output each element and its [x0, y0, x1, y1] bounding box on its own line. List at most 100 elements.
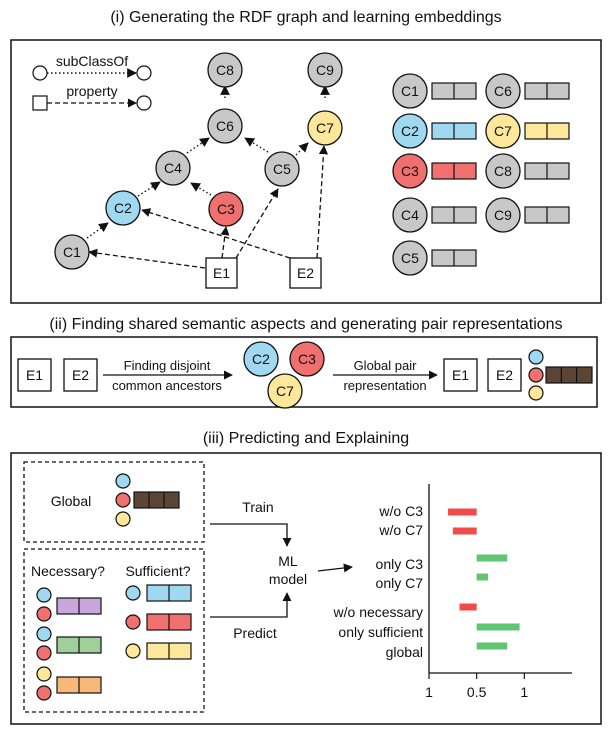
necessary-vector-0 — [56, 597, 102, 615]
legend-subclass-label: subClassOf — [56, 53, 128, 69]
edge-c5-c6 — [244, 137, 269, 153]
node-c1 — [54, 234, 90, 270]
chart-tick-label-1: 0.5 — [467, 684, 487, 700]
embedding-node-c4 — [392, 197, 428, 233]
node-c7 — [307, 110, 343, 146]
legend: subClassOf property — [32, 53, 152, 111]
embedding-label-c7: C7 — [494, 123, 512, 139]
edge-e1-c1 — [88, 248, 206, 269]
edge-c2-c4 — [137, 181, 161, 197]
embedding-node-c6 — [485, 73, 521, 109]
embedding-vector-c6 — [524, 82, 570, 100]
chart-tick-label-2: 1 — [520, 684, 528, 700]
node-c1-label: C1 — [63, 244, 81, 260]
node-c4 — [155, 150, 191, 186]
embedding-vector-c2 — [431, 122, 477, 140]
section1-title: (i) Generating the RDF graph and learnin… — [110, 9, 501, 26]
node-c4-label: C4 — [164, 160, 182, 176]
embedding-vector-c9 — [524, 206, 570, 224]
necessary-vector-2 — [56, 676, 102, 694]
model-output-arrow — [317, 563, 353, 573]
embedding-node-c5 — [392, 240, 428, 276]
embedding-vector-c5 — [431, 249, 477, 267]
sufficient-dot-2 — [125, 643, 141, 659]
necessary-vector-1 — [56, 636, 102, 654]
bar-label-0: w/o C3 — [378, 503, 423, 519]
property-edges — [88, 145, 329, 269]
sufficient-vector-2 — [146, 642, 192, 660]
bar-label-5: only sufficient — [338, 624, 423, 640]
chart-bar-0 — [448, 508, 477, 516]
global-box — [23, 461, 205, 543]
chart-bar-2 — [476, 554, 508, 562]
subclass-edges — [86, 85, 330, 239]
step1-label-line2: common ancestors — [112, 378, 222, 393]
embedding-label-c4: C4 — [401, 207, 419, 223]
embedding-vector-c4 — [431, 206, 477, 224]
edge-e2-c7 — [316, 145, 329, 259]
ancestor-c7 — [267, 373, 303, 409]
necessary-dot-bottom-0 — [36, 606, 52, 622]
sufficient-vector-1 — [146, 613, 192, 631]
train-arrow — [210, 523, 292, 547]
bar-label-1: w/o C7 — [378, 522, 423, 538]
global-vector — [133, 491, 180, 509]
pair-e2 — [63, 358, 98, 392]
model-label-line1: ML — [278, 553, 298, 569]
necessary-dot-bottom-2 — [36, 685, 52, 701]
embedding-label-c1: C1 — [401, 83, 419, 99]
legend-class-node-2 — [136, 65, 152, 81]
edge-c5-c7 — [295, 142, 309, 156]
step2-label-line2: representation — [343, 378, 426, 393]
necessary-dot-top-2 — [36, 666, 52, 682]
embedding-label-c5: C5 — [401, 250, 419, 266]
chart-bar-3 — [476, 573, 489, 581]
pair-e2-out-label: E2 — [496, 367, 513, 383]
node-c9-label: C9 — [316, 62, 334, 78]
node-e2-label: E2 — [297, 265, 314, 281]
node-c8 — [207, 52, 243, 88]
edge-e2-c2 — [141, 208, 291, 259]
section3-title: (iii) Predicting and Explaining — [203, 430, 409, 447]
section1-frame — [10, 39, 602, 304]
model-label-line2: model — [269, 571, 307, 587]
embedding-vector-c8 — [524, 162, 570, 180]
necessary-label: Necessary? — [31, 563, 105, 579]
explanations-box — [23, 548, 205, 713]
pair-e1-out-label: E1 — [452, 367, 469, 383]
section2-title: (ii) Finding shared semantic aspects and… — [49, 316, 562, 333]
edge-e1-c3 — [220, 226, 230, 259]
pair-e2-label: E2 — [72, 367, 89, 383]
node-c7-label: C7 — [316, 120, 334, 136]
pair-dot-yellow — [528, 385, 544, 401]
bar-label-2: only C3 — [376, 556, 424, 572]
explanation-vectors — [36, 584, 192, 701]
bar-label-3: only C7 — [376, 575, 424, 591]
legend-class-node — [32, 65, 48, 81]
pair-vector — [545, 366, 593, 384]
edge-e1-c5 — [235, 188, 279, 259]
node-e2 — [289, 257, 322, 289]
global-dot-blue — [115, 473, 131, 489]
section2-frame — [10, 336, 598, 408]
legend-class-node-3 — [136, 95, 152, 111]
edge-c4-c6 — [186, 137, 210, 154]
pair-e2-out — [487, 358, 522, 392]
ancestor-c2 — [243, 341, 279, 377]
global-dot-red — [115, 492, 131, 508]
embedding-node-c9 — [485, 197, 521, 233]
chart-bar-5 — [476, 623, 520, 631]
embedding-label-c3: C3 — [401, 163, 419, 179]
embedding-vector-c1 — [431, 82, 477, 100]
predict-arrow — [210, 592, 292, 618]
node-c2 — [105, 190, 141, 226]
ancestor-c3 — [289, 341, 325, 377]
train-label: Train — [242, 499, 273, 515]
node-c5 — [264, 151, 300, 187]
sufficient-vector-0 — [146, 584, 192, 602]
importance-chart: w/o C3 w/o C7 only C3 only C7 w/o necess… — [333, 484, 572, 700]
step2-label-line1: Global pair — [354, 358, 418, 373]
node-c3 — [208, 191, 244, 227]
pair-dot-blue — [528, 349, 544, 365]
